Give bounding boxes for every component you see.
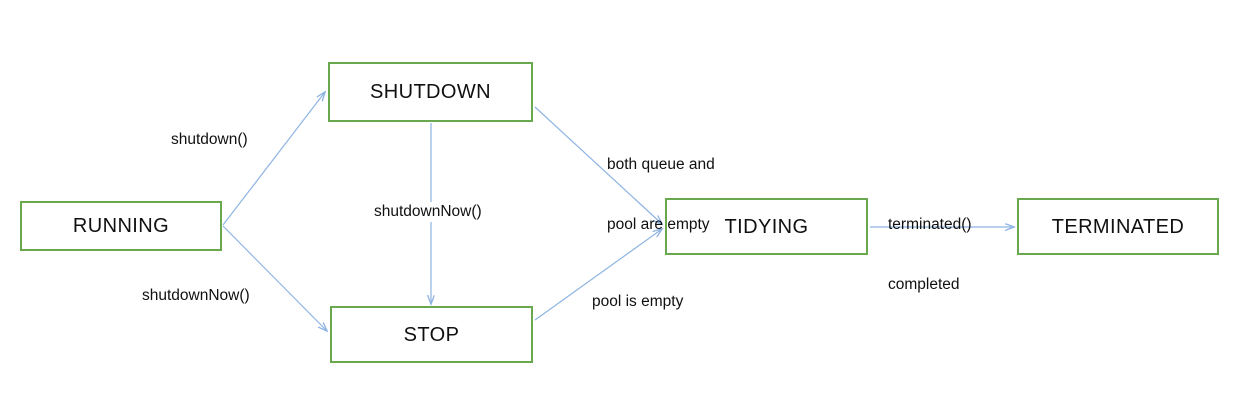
edge-label-pool-is-empty: pool is empty — [592, 293, 684, 310]
edge-label-line-1: terminated() — [888, 216, 972, 233]
state-label-terminated: TERMINATED — [1051, 215, 1185, 238]
edge-label-shutdown-now-from-shutdown: shutdownNow() — [372, 202, 484, 222]
state-label-shutdown: SHUTDOWN — [370, 81, 491, 103]
edge-label-terminated-completed: terminated() completed — [888, 175, 972, 335]
edge-shutdown-to-tidying — [534, 106, 662, 224]
edge-label-both-queue-and-pool-empty: both queue and pool are empty — [607, 115, 715, 275]
edge-label-line-2: pool are empty — [607, 216, 710, 233]
state-label-tidying: TIDYING — [724, 215, 809, 238]
state-node-shutdown[interactable]: SHUTDOWN — [328, 62, 533, 122]
edge-stop-to-tidying — [534, 229, 662, 321]
edge-label-shutdown-call: shutdown() — [171, 131, 248, 148]
edge-label-line-2: completed — [888, 276, 960, 293]
edge-running-to-shutdown — [222, 92, 325, 226]
edge-label-shutdown-now-from-running: shutdownNow() — [142, 287, 250, 304]
state-node-terminated[interactable]: TERMINATED — [1017, 198, 1219, 255]
state-label-stop: STOP — [403, 323, 460, 346]
state-node-tidying[interactable]: TIDYING — [665, 198, 868, 255]
state-node-stop[interactable]: STOP — [330, 306, 533, 363]
state-node-running[interactable]: RUNNING — [20, 201, 222, 251]
state-label-running: RUNNING — [72, 215, 170, 237]
edge-running-to-stop — [222, 225, 327, 331]
edge-label-line-1: both queue and — [607, 156, 715, 173]
